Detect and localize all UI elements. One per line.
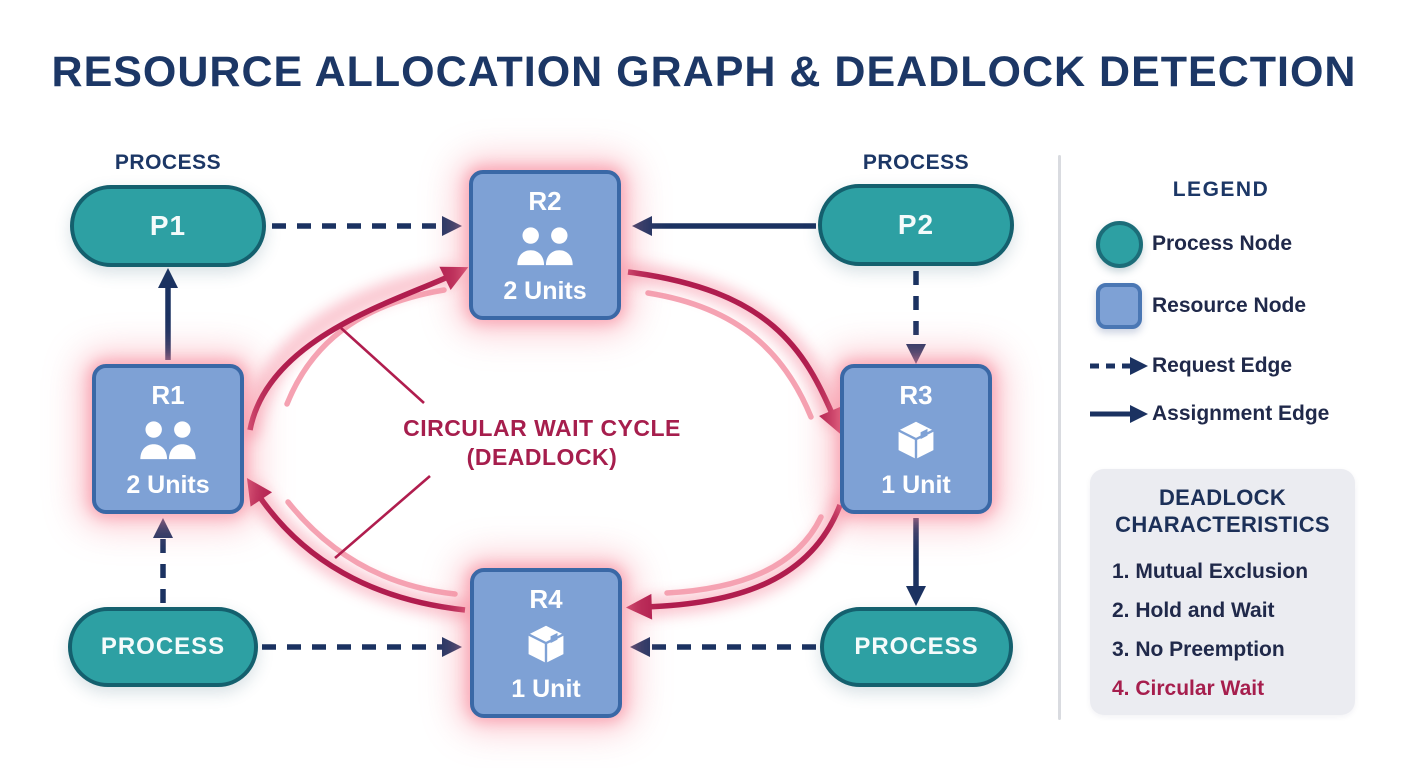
process-node-p2: P2	[818, 184, 1014, 266]
legend-item-label: Resource Node	[1152, 294, 1307, 317]
package-icon	[524, 623, 568, 667]
deadlock-item-no-preemption: 3. No Preemption	[1112, 638, 1285, 661]
resource-units: 2 Units	[126, 471, 210, 499]
process-caption-left: PROCESS	[114, 151, 222, 174]
cycle-inner-arc-r2-r3	[645, 290, 814, 420]
cycle-inner-arc-r1-r2	[284, 287, 447, 407]
process-node-label: PROCESS	[854, 633, 979, 660]
deadlock-characteristics-panel: DEADLOCK CHARACTERISTICS 1. Mutual Exclu…	[1090, 469, 1355, 715]
leader-line-bottom	[334, 475, 431, 559]
cycle-label-line1: CIRCULAR WAIT CYCLE	[403, 415, 681, 441]
users-icon	[514, 226, 576, 268]
resource-node-swatch	[1096, 283, 1142, 329]
section-divider	[1058, 155, 1061, 720]
request-edge-swatch	[1086, 354, 1152, 378]
deadlock-item-hold-and-wait: 2. Hold and Wait	[1112, 599, 1275, 622]
deadlock-panel-title: DEADLOCK CHARACTERISTICS	[1104, 484, 1341, 538]
cycle-inner-arc-r3-r4	[664, 514, 824, 596]
legend-title: LEGEND	[1172, 178, 1270, 201]
resource-units: 1 Unit	[881, 471, 951, 499]
cycle-inner-arc-r4-r1	[285, 499, 458, 597]
process-node-swatch-cell	[1086, 220, 1152, 268]
legend-item-label: Process Node	[1152, 232, 1293, 255]
process-node-label: P1	[149, 210, 187, 241]
cycle-arc-r3-r4	[625, 504, 843, 620]
resource-node-r3: R3 1 Unit	[840, 364, 992, 514]
resource-node-r4: R4 1 Unit	[470, 568, 622, 718]
deadlock-characteristics-list: 1. Mutual Exclusion 2. Hold and Wait 3. …	[1112, 552, 1341, 708]
assignment-edges	[158, 216, 926, 606]
process-node-p1: P1	[70, 185, 266, 267]
resource-name: R3	[899, 380, 933, 410]
package-icon	[894, 419, 938, 463]
cycle-label-line2: (DEADLOCK)	[466, 444, 618, 470]
legend-item-resource-node: Resource Node	[1086, 282, 1306, 330]
cycle-arc-r2-r3	[627, 269, 843, 435]
deadlock-panel-title-line2: CHARACTERISTICS	[1115, 512, 1330, 537]
process-node-label: P2	[897, 209, 935, 240]
process-node-bottom-right: PROCESS	[820, 607, 1013, 687]
process-node-label: PROCESS	[100, 633, 226, 660]
resource-units: 2 Units	[503, 277, 587, 305]
deadlock-item-circular-wait: 4. Circular Wait	[1112, 677, 1265, 700]
cycle-arc-r1-r2	[247, 266, 469, 431]
resource-node-swatch-cell	[1086, 283, 1152, 329]
resource-name: R2	[528, 186, 562, 216]
request-edges	[153, 216, 926, 657]
legend-item-assignment-edge: Assignment Edge	[1086, 390, 1329, 438]
resource-node-r2: R2 2 Units	[469, 170, 621, 320]
process-caption-right: PROCESS	[862, 151, 970, 174]
legend-item-process-node: Process Node	[1086, 220, 1292, 268]
resource-name: R4	[529, 584, 563, 614]
cycle-arcs	[246, 266, 843, 620]
page-title: RESOURCE ALLOCATION GRAPH & DEADLOCK DET…	[51, 48, 1357, 96]
cycle-label: CIRCULAR WAIT CYCLE (DEADLOCK)	[390, 414, 694, 472]
resource-node-r1: R1 2 Units	[92, 364, 244, 514]
process-node-swatch	[1095, 220, 1143, 268]
legend-item-request-edge: Request Edge	[1086, 342, 1292, 390]
resource-name: R1	[151, 380, 185, 410]
deadlock-item-mutual-exclusion: 1. Mutual Exclusion	[1112, 560, 1309, 583]
assignment-edge-swatch	[1086, 402, 1152, 426]
users-icon	[137, 420, 199, 462]
deadlock-panel-title-line1: DEADLOCK	[1158, 485, 1287, 510]
cycle-arc-r4-r1	[246, 477, 466, 613]
legend-item-label: Request Edge	[1152, 354, 1293, 377]
cycle-leader-lines	[334, 327, 431, 559]
resource-units: 1 Unit	[511, 675, 581, 703]
leader-line-top	[340, 327, 425, 404]
legend-item-label: Assignment Edge	[1152, 402, 1330, 425]
process-node-bottom-left: PROCESS	[68, 607, 258, 687]
cycle-inner-arcs	[284, 287, 824, 597]
